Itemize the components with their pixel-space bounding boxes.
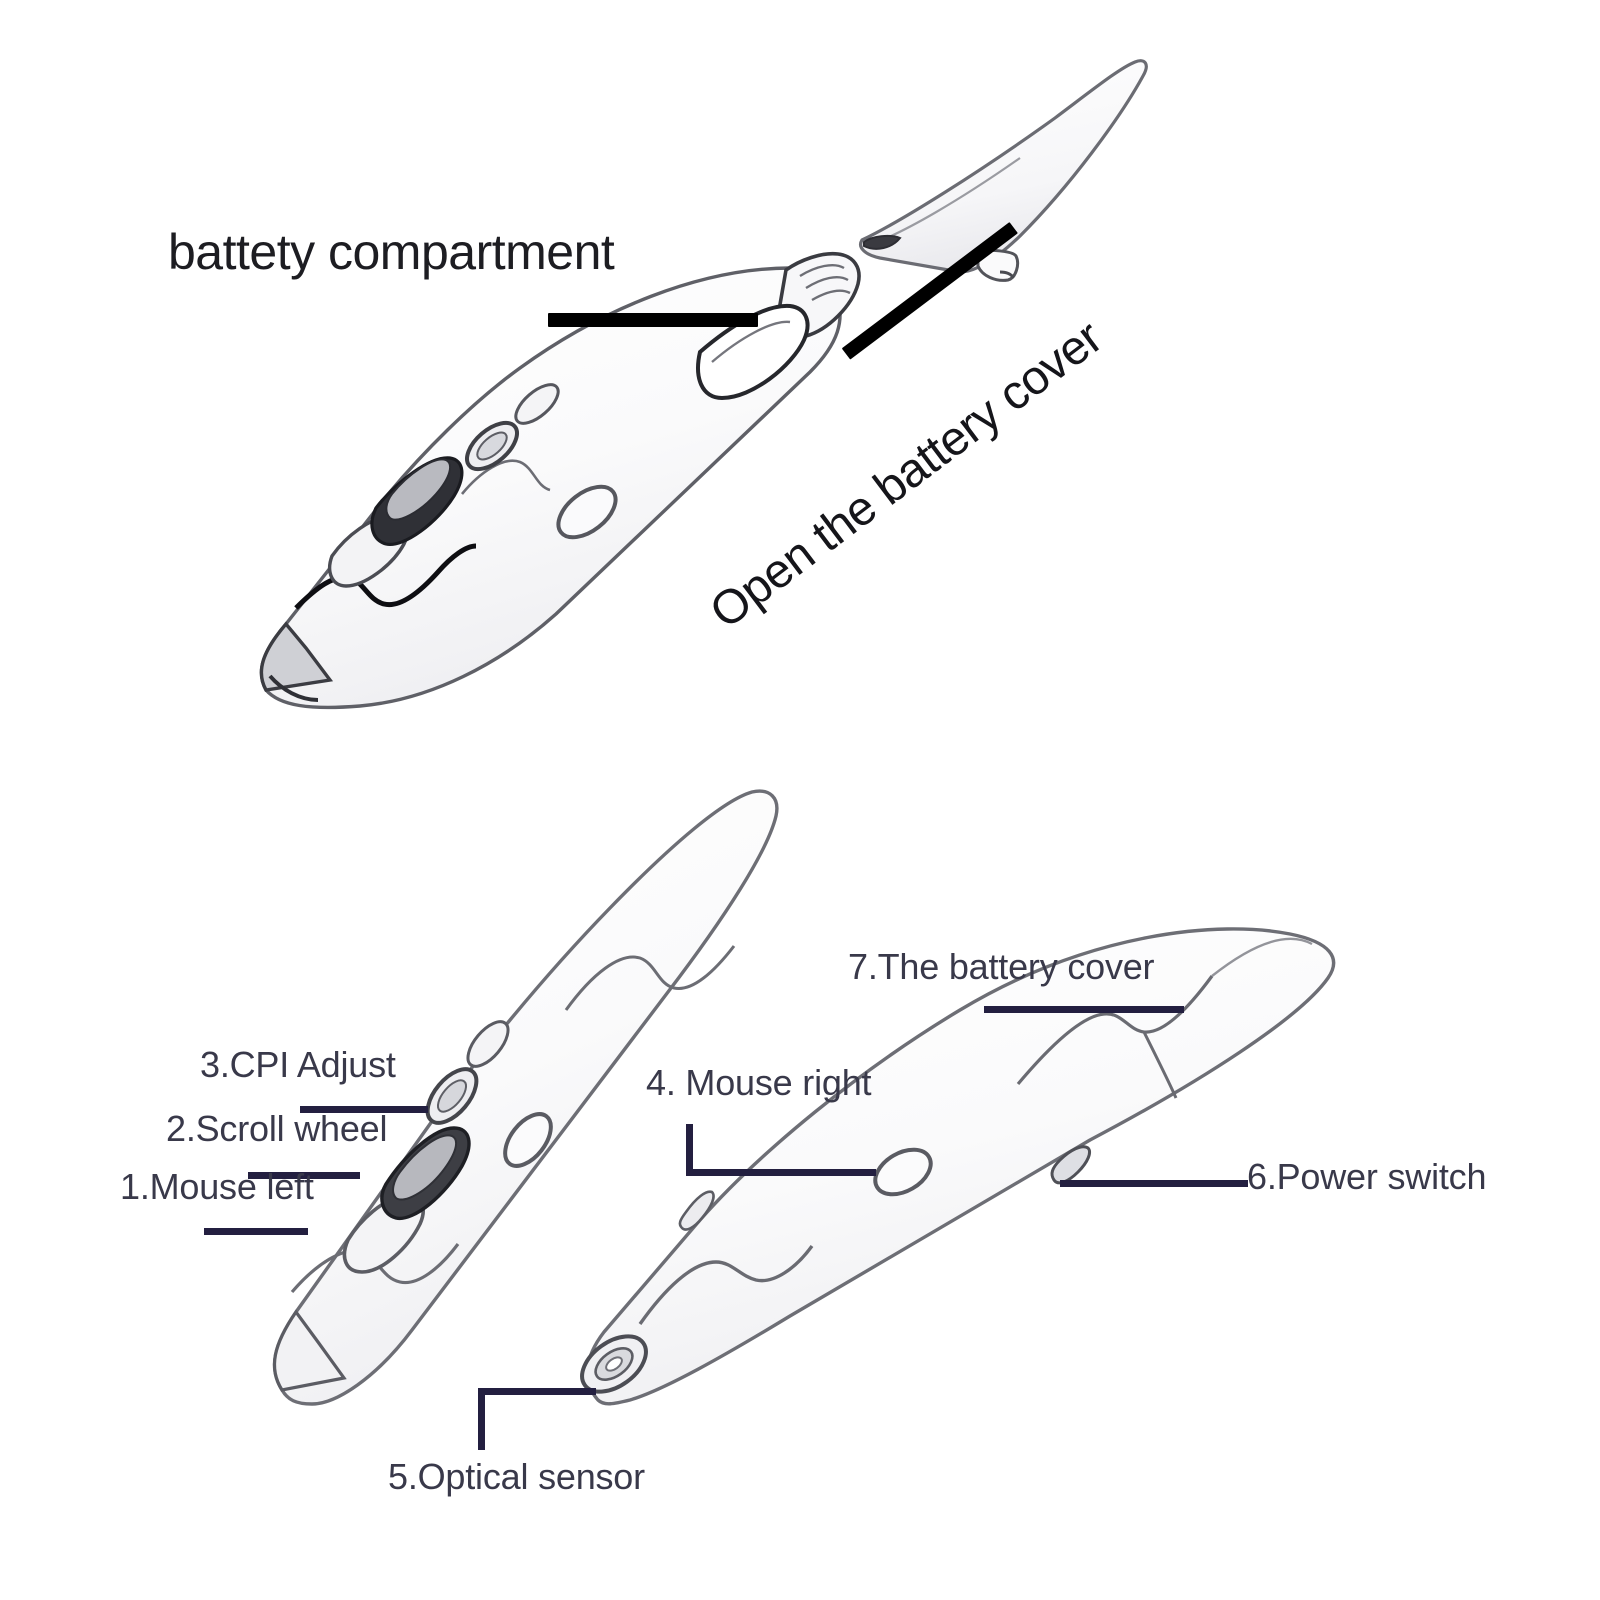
label-cpi-adjust: 3.CPI Adjust — [200, 1044, 396, 1085]
scroll-wheel-leader — [248, 1172, 360, 1179]
top-pen-body — [259, 251, 861, 710]
label-battery-compartment: battety compartment — [168, 224, 615, 280]
label-power-switch: 6.Power switch — [1247, 1156, 1487, 1197]
label-mouse-left: 1.Mouse left — [120, 1166, 314, 1207]
top-pen-assembly — [259, 59, 1148, 710]
battery-cover-leader — [984, 1006, 1184, 1013]
cpi-adjust-leader — [300, 1106, 428, 1113]
detached-battery-cover — [859, 59, 1148, 282]
bottom-left-button-cluster — [342, 1020, 510, 1274]
top-button-cluster — [327, 383, 560, 588]
label-the-battery-cover: 7.The battery cover — [848, 946, 1155, 987]
mouse-left-leader — [204, 1228, 308, 1235]
bottom-left-pen — [272, 789, 779, 1406]
bottom-right-pen — [580, 927, 1336, 1406]
label-scroll-wheel: 2.Scroll wheel — [166, 1108, 388, 1149]
optical-sensor — [580, 1334, 648, 1394]
battery-compartment-underline — [548, 313, 758, 327]
power-switch-leader — [1060, 1180, 1248, 1187]
label-optical-sensor: 5.Optical sensor — [388, 1456, 645, 1497]
power-switch-nub — [1050, 1145, 1092, 1185]
battery-compartment-opening — [696, 251, 861, 401]
label-mouse-right: 4. Mouse right — [646, 1062, 872, 1103]
